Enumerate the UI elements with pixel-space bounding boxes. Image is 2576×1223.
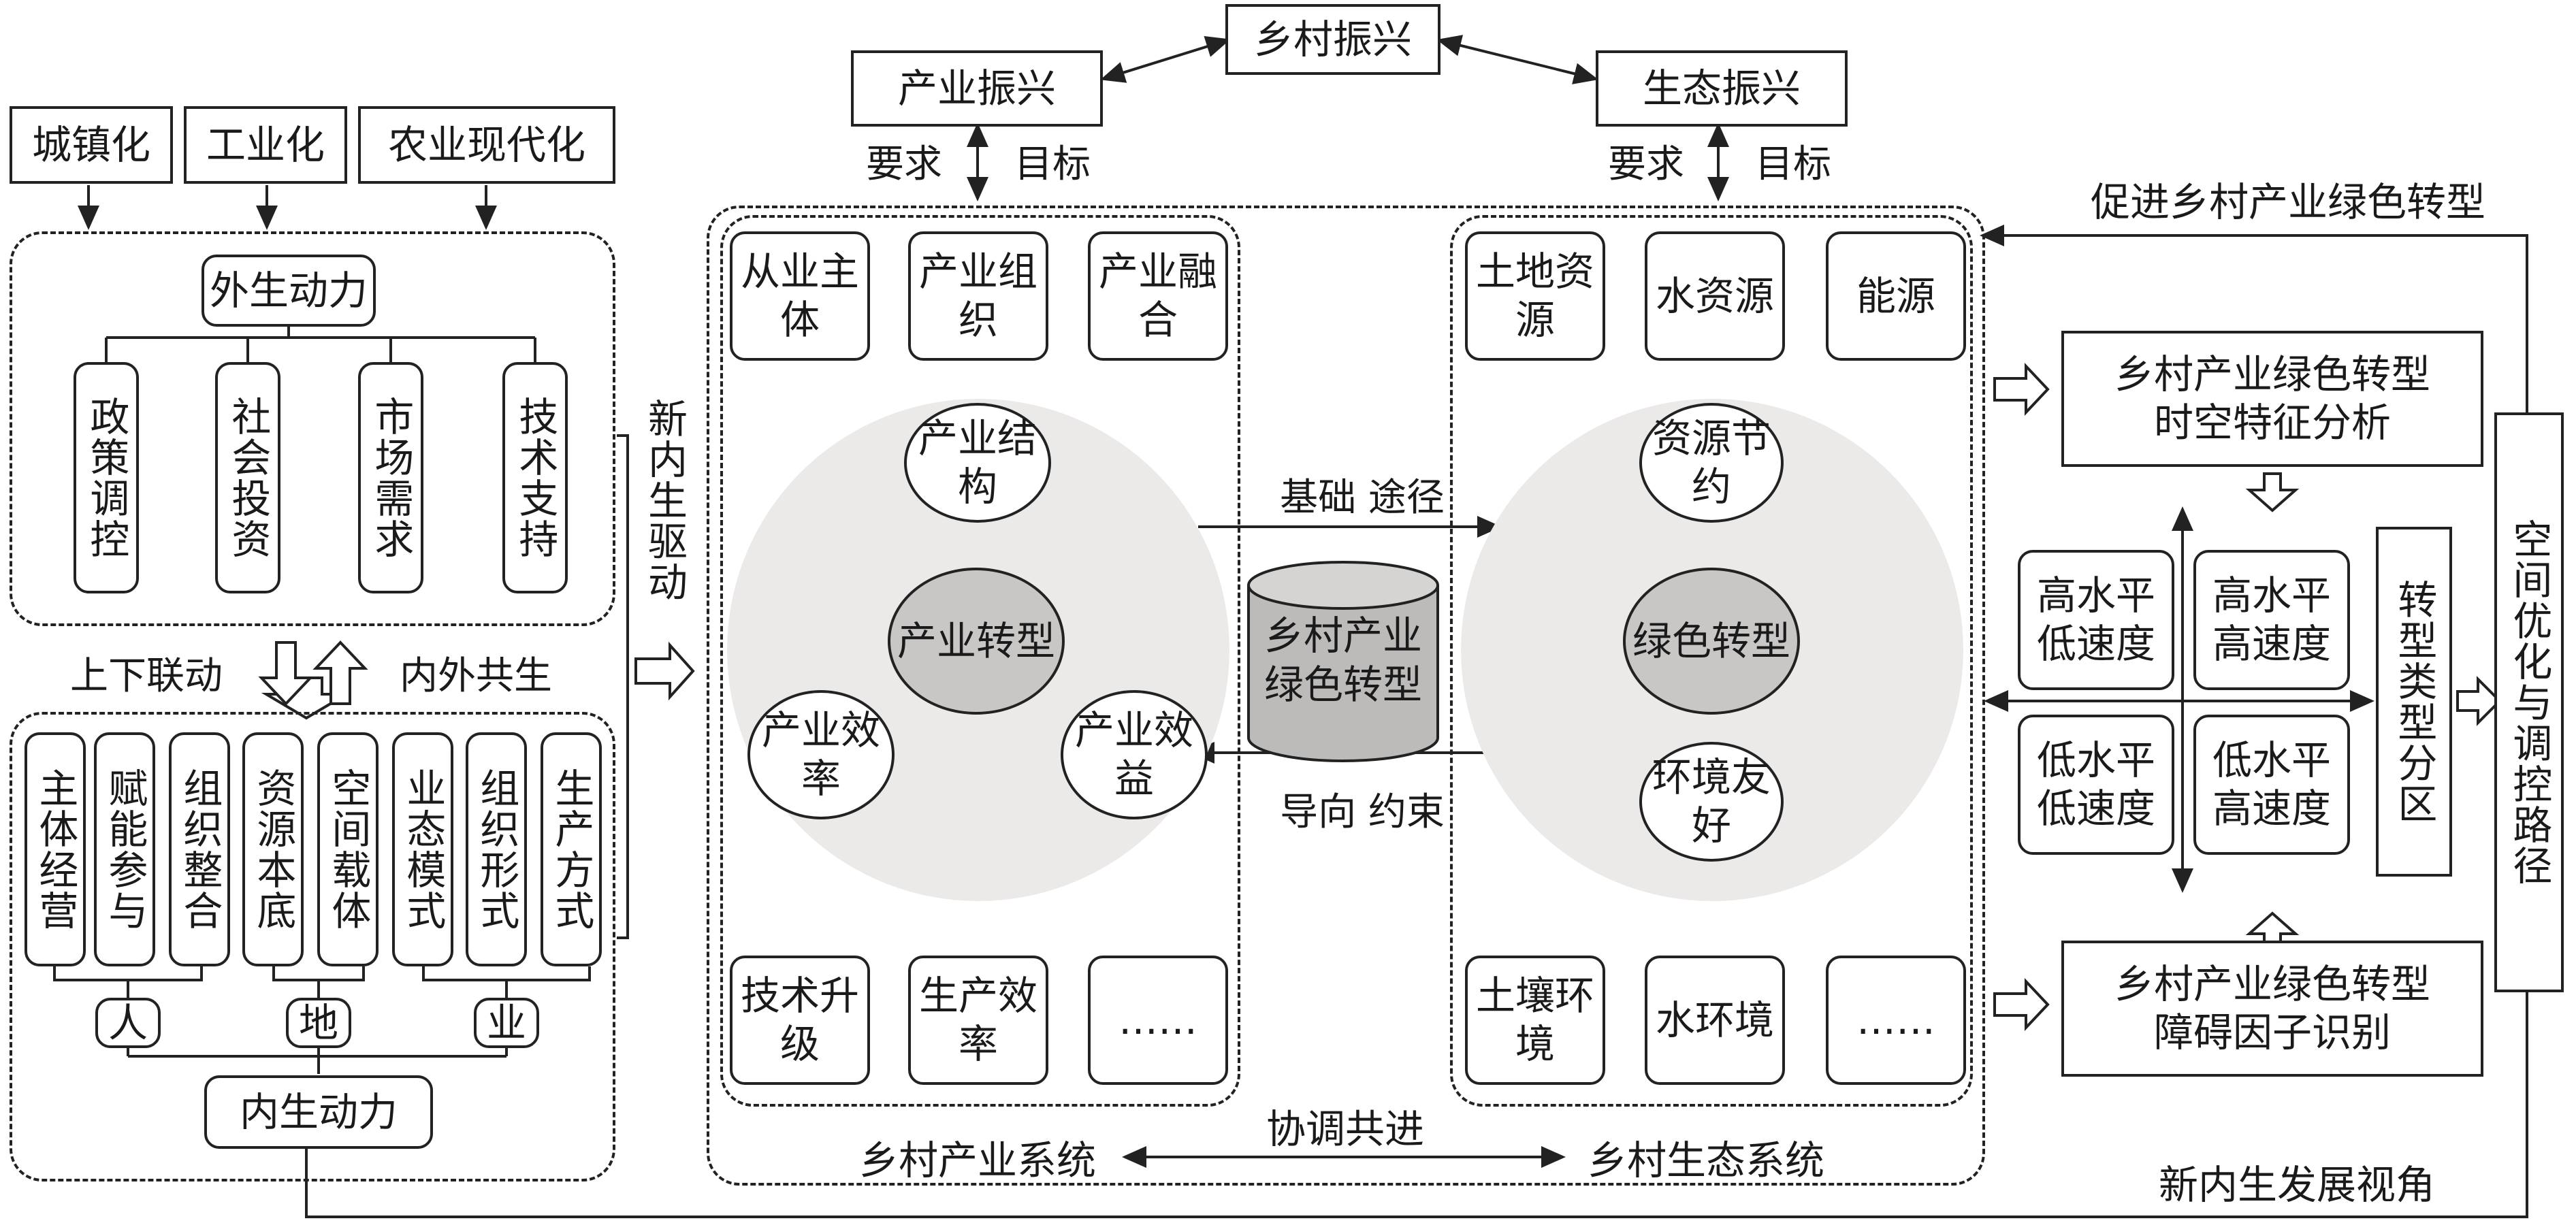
eco-system-panel (1450, 215, 1973, 1107)
rural-revitalization-box: 乡村振兴 (1225, 4, 1440, 75)
exogenous-item-investment: 社会投资 (215, 362, 280, 593)
type-zoning-box: 转型类型分区 (2376, 527, 2452, 877)
endogenous-item-1: 赋能参与 (94, 732, 155, 966)
coevolve-label: 协调共进 (1266, 1106, 1424, 1152)
quadrant-high-low: 高水平低速度 (2018, 550, 2174, 690)
group-people: 人 (95, 998, 161, 1048)
quadrant-low-high-text: 低水平高速度 (2212, 737, 2331, 832)
industry-system-panel (720, 215, 1240, 1107)
system-outer-panel (707, 206, 1985, 1186)
exogenous-item-policy: 政策调控 (74, 362, 139, 593)
eco-bottom-item-2: …… (1826, 956, 1966, 1085)
industry-system-label: 乡村产业系统 (858, 1137, 1096, 1184)
industry-top-item-0: 从业主体 (730, 231, 870, 361)
endogenous-item-0: 主体经营 (25, 732, 86, 966)
endogenous-title: 内生动力 (204, 1075, 433, 1149)
group-land: 地 (286, 998, 351, 1048)
obstacle-identification-text: 乡村产业绿色转型障碍因子识别 (2114, 961, 2430, 1056)
endogenous-item-3: 资源本底 (242, 732, 304, 966)
industry-efficiency-node: 产业效率 (747, 690, 895, 819)
guide-constraint-label: 导向 约束 (1280, 789, 1445, 834)
quadrant-high-high-text: 高水平高速度 (2212, 572, 2331, 667)
endogenous-item-4: 空间载体 (317, 732, 379, 966)
endogenous-panel (10, 712, 615, 1181)
endogenous-item-2: 组织整合 (169, 732, 230, 966)
cylinder-text: 乡村产业绿色转型 (1263, 612, 1422, 708)
industry-core-node: 产业转型 (888, 568, 1065, 715)
industry-top-item-1: 产业组织 (908, 231, 1048, 361)
eco-bottom-item-1: 水环境 (1645, 956, 1785, 1085)
spatiotemporal-analysis-box: 乡村产业绿色转型时空特征分析 (2061, 331, 2483, 467)
endogenous-item-6: 组织形式 (466, 732, 527, 966)
promote-green-transition-label: 促进乡村产业绿色转型 (2090, 179, 2485, 225)
industry-top-item-2: 产业融合 (1088, 231, 1228, 361)
requirement-right-label: 要求 (1608, 142, 1684, 186)
industry-bottom-item-2: …… (1088, 956, 1228, 1085)
goal-right-label: 目标 (1755, 142, 1831, 186)
eco-system-label: 乡村生态系统 (1587, 1137, 1824, 1184)
environment-friendly-node: 环境友好 (1639, 742, 1784, 862)
eco-bottom-item-0: 土壤环境 (1465, 956, 1605, 1085)
quadrant-low-low-text: 低水平低速度 (2036, 737, 2155, 832)
quadrant-high-low-text: 高水平低速度 (2036, 572, 2155, 667)
basis-path-label: 基础 途径 (1280, 475, 1445, 520)
group-industry: 业 (474, 998, 539, 1048)
spatial-optimization-path-box: 空间优化与调控路径 (2494, 412, 2564, 992)
industry-bottom-item-1: 生产效率 (908, 956, 1048, 1085)
industry-bottom-item-0: 技术升级 (730, 956, 870, 1085)
resource-saving-node: 资源节约 (1639, 403, 1784, 523)
eco-revitalization-box: 生态振兴 (1596, 50, 1848, 127)
eco-top-item-0: 土地资源 (1465, 231, 1605, 361)
quadrant-high-high: 高水平高速度 (2193, 550, 2350, 690)
exogenous-panel (10, 231, 615, 626)
goal-left-label: 目标 (1014, 142, 1091, 186)
endogenous-item-7: 生产方式 (541, 732, 602, 966)
industry-benefit-node: 产业效益 (1061, 690, 1208, 819)
eco-top-item-1: 水资源 (1645, 231, 1785, 361)
quadrant-low-high: 低水平高速度 (2193, 715, 2350, 855)
obstacle-identification-box: 乡村产业绿色转型障碍因子识别 (2061, 941, 2483, 1077)
new-endogenous-perspective-label: 新内生发展视角 (2158, 1162, 2435, 1208)
exogenous-item-market: 市场需求 (358, 362, 423, 593)
quadrant-low-low: 低水平低速度 (2018, 715, 2174, 855)
cylinder-label: 乡村产业绿色转型 (1246, 599, 1440, 721)
new-endogenous-drive-label: 新内生驱动 (641, 398, 688, 602)
agri-modernization-box: 农业现代化 (358, 106, 615, 184)
industry-revitalization-box: 产业振兴 (851, 50, 1103, 127)
up-down-linkage-label: 上下联动 (70, 653, 223, 698)
inside-outside-symbiosis-label: 内外共生 (400, 653, 552, 698)
industry-structure-node: 产业结构 (904, 403, 1051, 523)
eco-top-item-2: 能源 (1826, 231, 1966, 361)
exogenous-item-technology: 技术支持 (502, 362, 568, 593)
industrialization-box: 工业化 (184, 106, 347, 184)
eco-core-node: 绿色转型 (1623, 568, 1800, 715)
spatiotemporal-analysis-text: 乡村产业绿色转型时空特征分析 (2114, 351, 2430, 446)
requirement-left-label: 要求 (866, 142, 942, 186)
green-transition-cylinder (1247, 561, 1439, 762)
exogenous-title: 外生动力 (202, 255, 376, 327)
urbanization-box: 城镇化 (10, 106, 173, 184)
endogenous-item-5: 业态模式 (392, 732, 453, 966)
